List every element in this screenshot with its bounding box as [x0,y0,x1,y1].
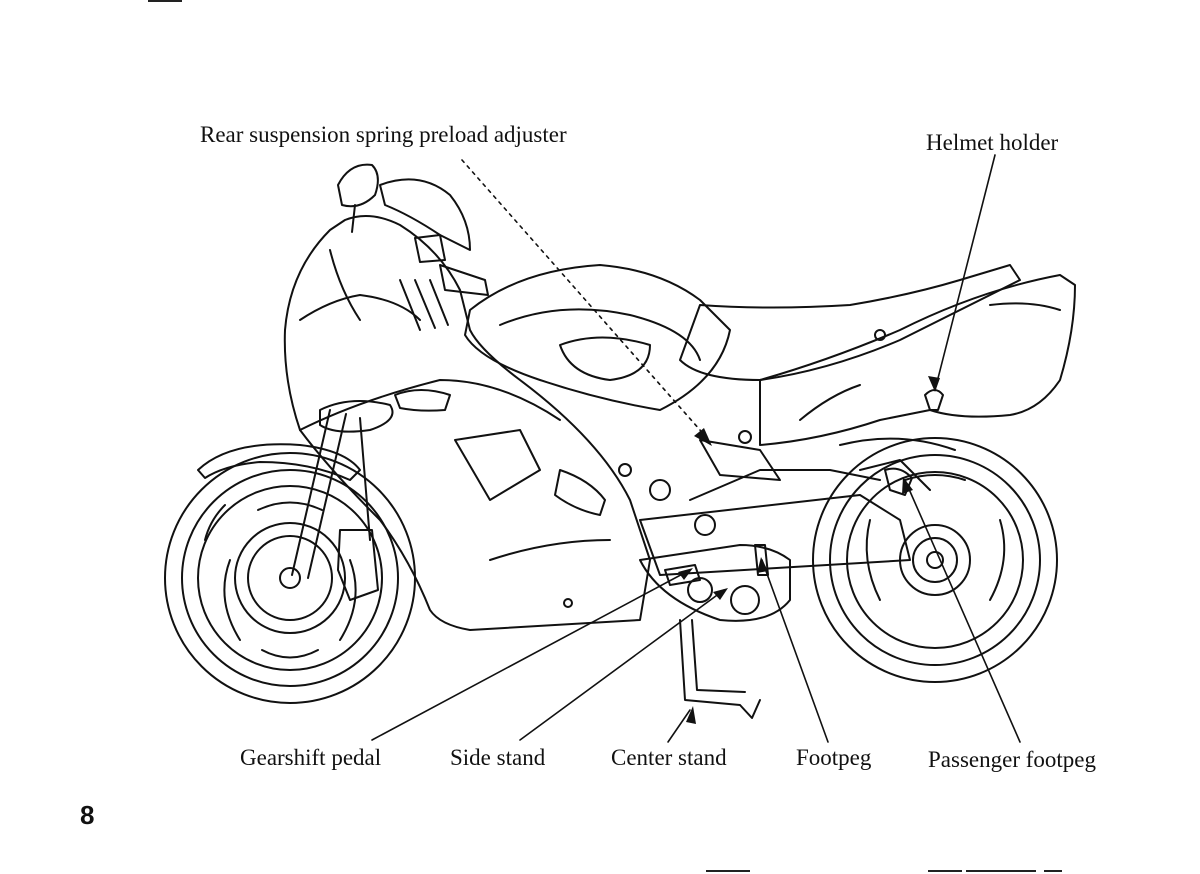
fairing-crease-low [489,539,611,561]
engine [639,544,791,622]
handlebar-controls [399,234,489,331]
windscreen [379,178,471,251]
fairing-bolt [618,463,632,477]
brake-caliper [337,529,379,601]
rear-fender [839,437,956,451]
seat [679,264,1021,381]
fairing-vent-front [319,400,394,433]
front-fairing [283,215,651,631]
fairing-vent-small [394,389,451,412]
label-gearshift-pedal: Gearshift pedal [240,745,382,770]
leader-footpeg [761,559,829,743]
bottom-edge-mark [928,870,962,872]
gearshift-pedal [664,564,701,586]
fairing-crease [299,379,561,431]
center-stand [679,619,761,719]
label-footpeg: Footpeg [796,745,872,770]
arrow-gearshift [678,568,693,580]
top-edge-mark [148,0,182,2]
mirror [337,163,379,208]
front-wheel [164,452,416,704]
label-rear-suspension: Rear suspension spring preload adjuster [200,122,567,147]
side-vent-upper [454,429,541,501]
tail-bolt [874,329,886,341]
tail-line [989,302,1061,311]
leader-helmet-holder [934,154,996,391]
tail-cowl [759,274,1076,446]
label-helmet-holder: Helmet holder [926,130,1059,155]
label-passenger-footpeg: Passenger footpeg [928,747,1096,772]
label-center-stand: Center stand [611,745,727,770]
fuel-tank [464,264,731,411]
tail-vent [799,384,861,421]
bottom-edge-mark [1044,870,1062,872]
arrow-helmet-holder [928,376,940,392]
leader-lines [371,154,1021,743]
fairing-edge [329,249,361,321]
arrow-rear-suspension [694,428,712,446]
page-number: 8 [80,800,95,830]
rear-shock [699,439,781,481]
fairing-screw [563,598,573,608]
leader-gearshift [371,569,691,741]
front-fender [197,443,361,481]
bottom-edge-mark [706,870,750,872]
arrow-footpeg [757,557,768,573]
leader-passenger-footpeg [904,479,1021,743]
arrow-center-stand [686,706,696,724]
bottom-edge-mark [966,870,1036,872]
arrow-passenger-footpeg [902,477,913,494]
leader-side-stand [519,589,725,741]
side-vent-lower [554,469,606,516]
rear-wheel [812,437,1058,683]
helmet-holder [924,389,944,411]
leader-center-stand [667,709,691,743]
frame-bolt [738,430,752,444]
tank-knee-pad [559,336,651,381]
front-fork [291,409,371,579]
arrow-side-stand [713,588,728,600]
swingarm [639,459,931,576]
label-side-stand: Side stand [450,745,546,770]
arrowheads [678,376,940,724]
fairing-line [299,294,421,321]
mirror-stem [351,204,356,233]
